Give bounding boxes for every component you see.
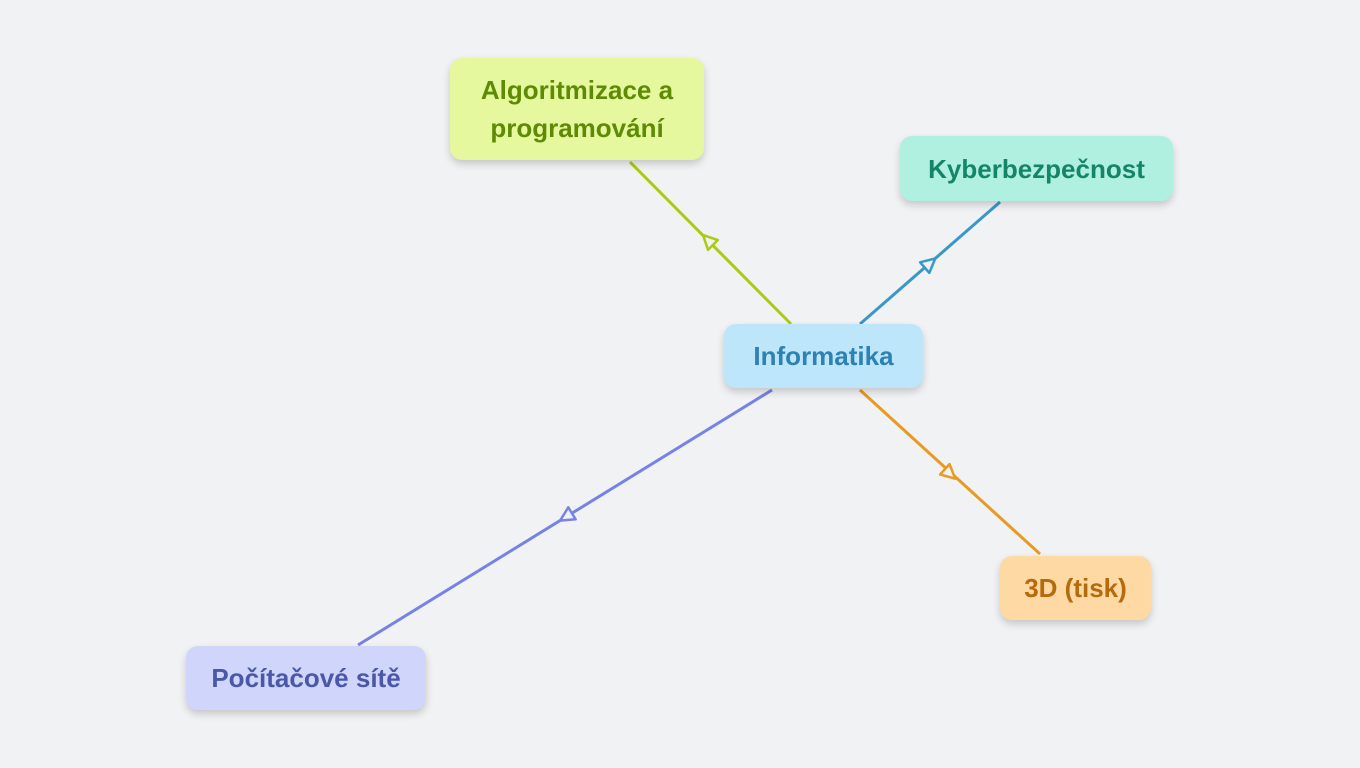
node-pocitacove-site-label: Počítačové sítě: [211, 663, 401, 693]
arrowhead-tisk: [938, 462, 957, 480]
node-informatika-label: Informatika: [753, 341, 894, 371]
node-pocitacove-site[interactable]: Počítačové sítě: [186, 646, 426, 710]
arrowhead-kyber: [918, 257, 937, 275]
node-kyberbezpecnost[interactable]: Kyberbezpečnost: [900, 136, 1173, 201]
node-algoritmizace-label: Algoritmizace a programování: [480, 75, 674, 143]
node-kyberbezpecnost-label: Kyberbezpečnost: [928, 153, 1145, 184]
node-informatika[interactable]: Informatika: [724, 324, 923, 388]
node-3d-tisk[interactable]: 3D (tisk): [1000, 556, 1151, 620]
arrowhead-algo: [701, 233, 720, 252]
arrowhead-site: [558, 506, 577, 522]
node-algoritmizace[interactable]: Algoritmizace a programování: [450, 58, 704, 160]
node-3d-tisk-label: 3D (tisk): [1024, 573, 1127, 603]
